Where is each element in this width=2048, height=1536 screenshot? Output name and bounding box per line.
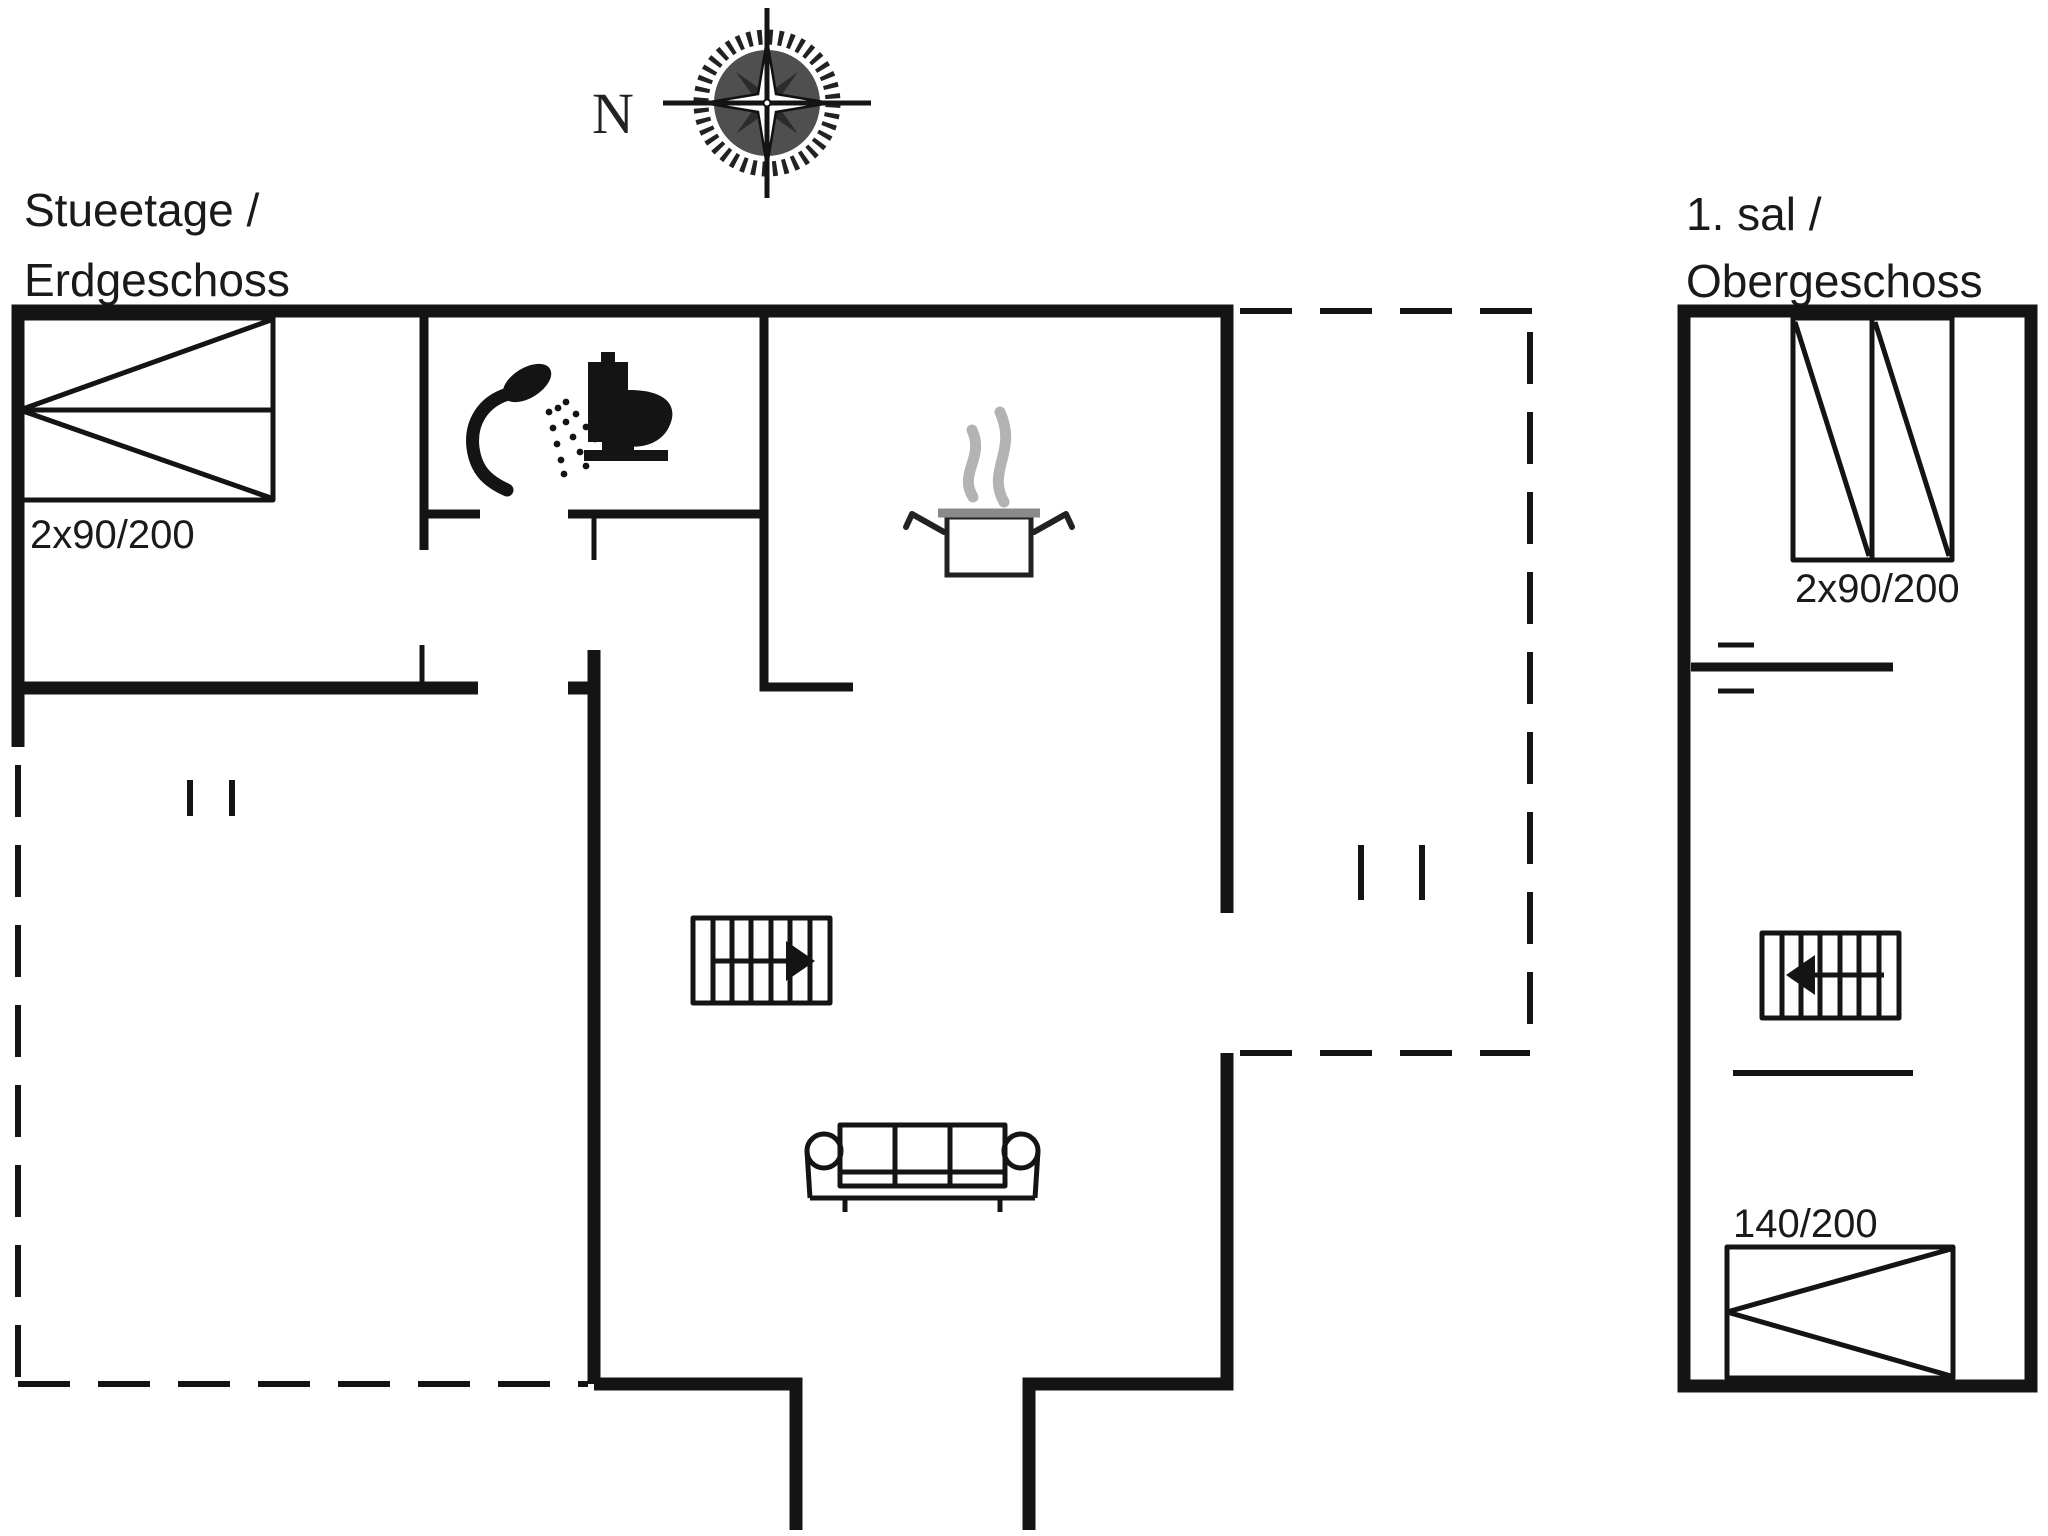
toilet-icon (584, 352, 673, 461)
ground-bed-size-label: 2x90/200 (30, 513, 195, 557)
outer-wall-bottom-entrance (594, 1053, 1234, 1530)
stairs-down-icon (1759, 930, 1902, 1021)
upper-bed-size-label: 2x90/200 (1795, 567, 1960, 611)
shower-icon (466, 363, 599, 497)
steam-left (962, 424, 982, 503)
upper-bed-diagonals (1792, 321, 1952, 557)
sofa-feet (842, 1198, 1003, 1212)
cooking-pot-icon (903, 406, 1075, 578)
toilet-bowl (626, 389, 673, 447)
sofa-icon (804, 1122, 1041, 1212)
toilet-tank (588, 362, 628, 442)
pot-handle-right (1031, 511, 1075, 535)
upper-single-bed-size-label: 140/200 (1733, 1202, 1878, 1246)
bed-diagonals (19, 317, 272, 501)
sofa-armrest-right (1001, 1131, 1041, 1171)
compass-north-label: N (592, 81, 634, 146)
opening-ticks-left (187, 780, 235, 816)
outer-wall-top-left-right (11, 304, 1234, 913)
upper-floor-title-line1: 1. sal / (1686, 188, 1822, 240)
shower-hose (466, 387, 515, 497)
compass-rose-icon (663, 8, 871, 198)
compass-center (762, 98, 772, 108)
upper-stairs-outline (1759, 930, 1902, 1021)
kitchen-wall (759, 312, 853, 692)
shower-head (502, 363, 552, 403)
steam-right (992, 406, 1012, 508)
shower-spray (545, 398, 599, 478)
pot-body (944, 514, 1034, 578)
stairs-arrow-head (786, 941, 815, 981)
ground-floor-plan: 2x90/200 (11, 304, 1533, 1530)
upper-stairs-arrow-head (1786, 955, 1815, 995)
upper-outer-walls (1677, 304, 2038, 1393)
opening-ticks-right (1358, 845, 1425, 900)
upper-wall-ticks (1718, 642, 1754, 694)
ground-floor-title-line1: Stueetage / (24, 184, 260, 236)
bed-icon (1724, 1244, 1956, 1381)
sofa-armrest-left (804, 1131, 844, 1171)
upper-floor-title-line2: Obergeschoss (1686, 255, 1983, 307)
stairs-outline (690, 915, 833, 1006)
upper-floor-plan: 2x90/200 140/200 (1677, 304, 2038, 1393)
upper-single-bed-outline (1724, 1244, 1956, 1381)
bed-icon (17, 315, 276, 503)
sofa-cushion-dividers (892, 1125, 953, 1186)
pot-handle-left (903, 511, 947, 535)
toilet-base (584, 450, 668, 461)
sofa-arm-sides (804, 1150, 1041, 1199)
stairs-up-icon (690, 915, 833, 1006)
toilet-button (601, 352, 615, 364)
upper-single-bed-diagonals (1726, 1246, 1952, 1379)
ground-floor-title-line2: Erdgeschoss (24, 254, 290, 306)
sofa-seat (837, 1122, 1008, 1189)
bed-icon (1790, 315, 1955, 563)
toilet-pedestal (602, 440, 634, 452)
